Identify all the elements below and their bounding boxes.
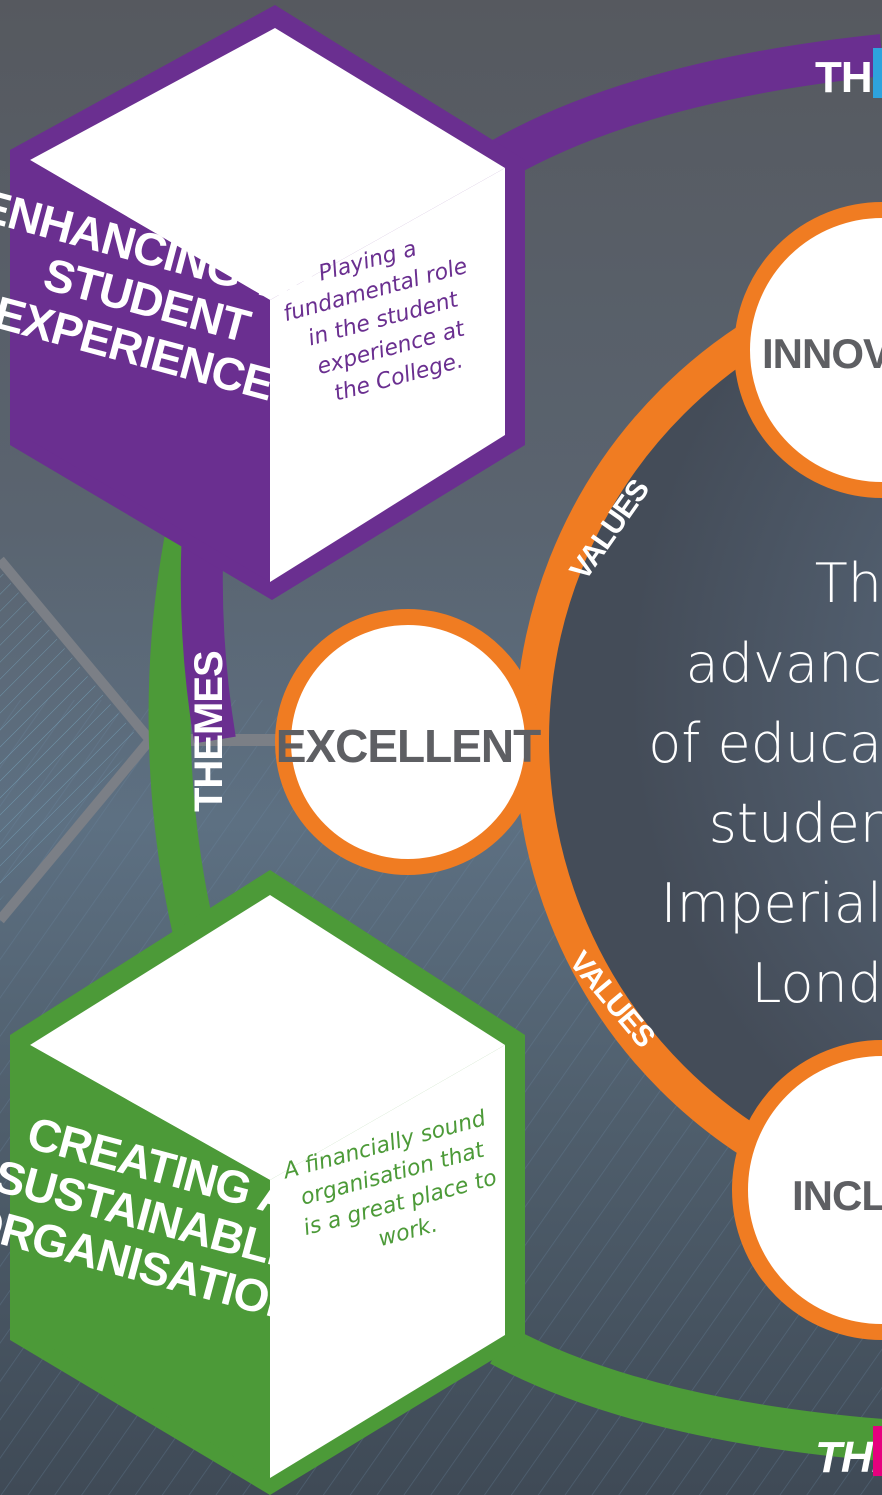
theme-cube-student: ENHANCING THE STUDENT EXPERIENCE Playing… <box>0 5 525 600</box>
value-excellent-label: EXCELLENT <box>276 720 541 772</box>
bottom-the-label: THE <box>815 1433 882 1482</box>
mission-line-3: of educa <box>648 712 882 775</box>
mission-circle <box>532 279 882 1201</box>
mission-line-5: Imperial <box>661 872 882 935</box>
mission-line-4: studer <box>709 792 882 855</box>
value-innovative-label: INNOVA <box>762 330 882 377</box>
value-circle-excellent: EXCELLENT <box>275 609 542 875</box>
mission-line-1: Th <box>815 552 882 615</box>
mission-text: Th advanc of educa studer Imperial Lond <box>648 552 882 1015</box>
mission-line-6: Lond <box>751 952 882 1015</box>
bottom-arc-green <box>490 1326 882 1461</box>
theme-cube-sustainable: CREATING A SUSTAINABLE ORGANISATION A fi… <box>0 870 525 1495</box>
themes-label: THEMES <box>187 651 231 812</box>
top-accent-bar <box>873 48 882 98</box>
mission-line-2: advanc <box>686 632 882 695</box>
value-circle-innovative: INNOVA <box>734 202 882 498</box>
top-arc-purple <box>489 34 882 179</box>
value-circle-inclusive: INCLU <box>732 1040 882 1340</box>
top-the-label: THE <box>815 53 882 102</box>
chevron-hatch <box>0 570 140 900</box>
value-inclusive-label: INCLU <box>792 1172 882 1219</box>
bottom-accent-bar <box>873 1426 882 1476</box>
